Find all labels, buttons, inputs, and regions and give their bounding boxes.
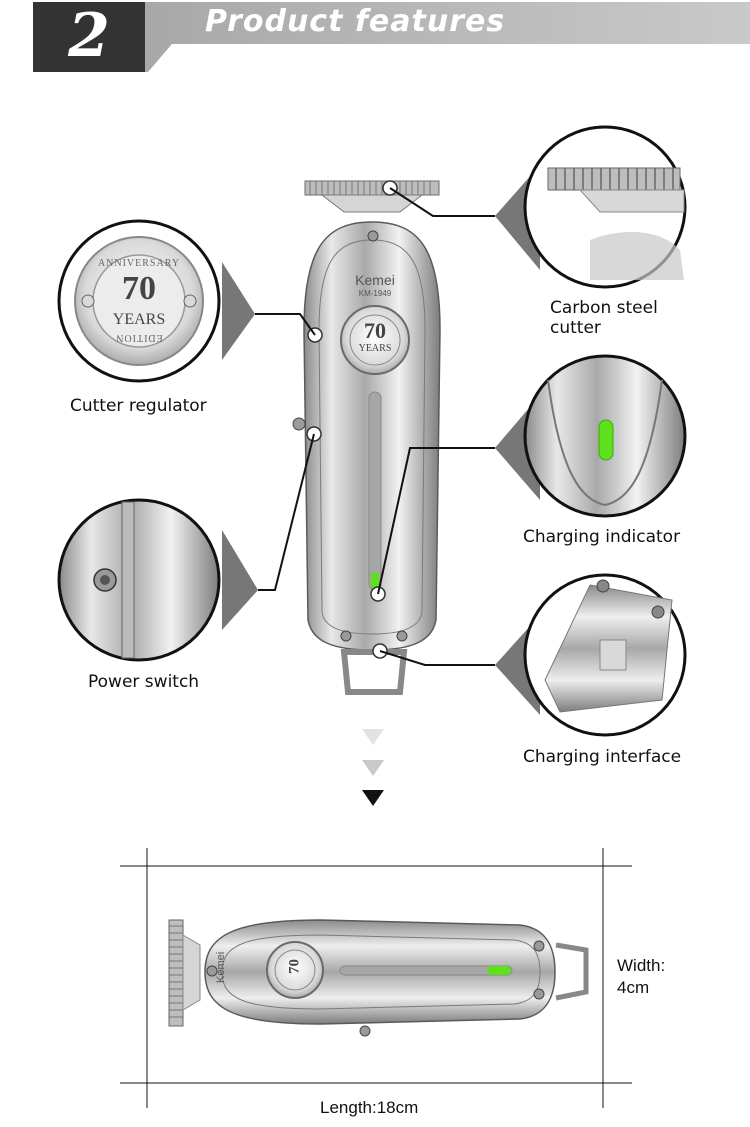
label-charging-indicator: Charging indicator — [523, 527, 681, 547]
leader-lines — [255, 187, 495, 666]
zoom-carbon-steel-cutter — [495, 125, 687, 289]
badge-years-small: YEARS — [358, 343, 392, 354]
zoom-charging-indicator — [495, 354, 687, 518]
width-value: 4cm — [617, 978, 650, 997]
trimmer-vertical — [292, 180, 441, 695]
badge-edition: EDITION — [115, 332, 163, 343]
header-bar — [145, 2, 750, 72]
badge-number-small: 70 — [364, 318, 386, 343]
trimmer-horizontal — [168, 919, 589, 1037]
badge-number-horizontal: 70 — [286, 959, 303, 974]
section-title: Product features — [205, 4, 506, 39]
label-cutter-regulator: Cutter regulator — [70, 396, 207, 416]
brand-logo: Kemei — [355, 272, 395, 288]
badge-years: YEARS — [112, 311, 166, 328]
down-arrows — [362, 729, 384, 806]
badge-number: 70 — [122, 270, 156, 307]
model-number: KM-1949 — [358, 289, 392, 298]
length-label: Length:18cm — [320, 1098, 419, 1117]
label-carbon-steel-cutter: Carbon steel cutter — [550, 298, 658, 338]
zoom-power-switch — [57, 498, 258, 662]
section-number: 2 — [68, 1, 110, 71]
badge-anniversary: ANNIVERSARY — [97, 258, 181, 269]
zoom-charging-interface — [495, 573, 687, 737]
label-charging-interface: Charging interface — [523, 747, 682, 767]
section-number-box — [33, 2, 145, 72]
label-power-switch: Power switch — [88, 672, 200, 692]
brand-logo-horizontal: Kemei — [215, 951, 227, 983]
zoom-cutter-regulator — [57, 219, 255, 383]
dimension-frame — [120, 848, 632, 1108]
width-label: Width: — [617, 956, 666, 975]
